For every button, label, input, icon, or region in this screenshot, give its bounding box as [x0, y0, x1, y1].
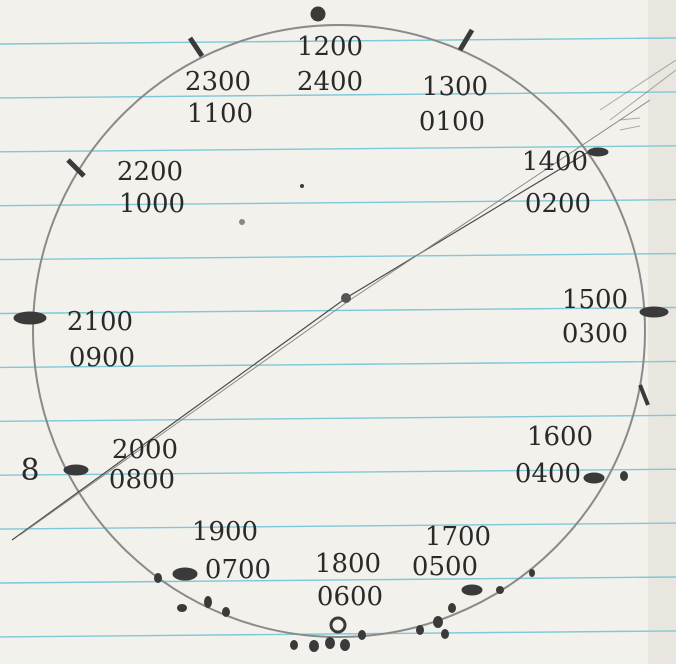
label-2000-top: 2000 — [112, 435, 178, 465]
dot — [496, 586, 504, 594]
tick-16 — [583, 472, 605, 484]
pencil-smudges — [599, 59, 676, 131]
dot — [433, 616, 443, 628]
dot — [358, 630, 366, 640]
pencil-stroke — [609, 69, 676, 121]
dot — [204, 596, 212, 608]
label-1200-top: 1200 — [297, 32, 363, 62]
ruled-line — [0, 576, 676, 584]
label-2300-top: 2300 — [185, 67, 251, 97]
ruled-line — [0, 37, 676, 45]
dot — [441, 629, 449, 639]
dot — [529, 569, 535, 577]
paper-edge — [648, 0, 676, 664]
label-1400-bottom: 0200 — [525, 189, 591, 219]
tick-14 — [587, 147, 609, 157]
ruled-line — [0, 522, 676, 530]
label-1500-top: 1500 — [562, 285, 628, 315]
pencil-mark — [638, 384, 650, 406]
dot — [620, 471, 628, 481]
label-2100-top: 2100 — [67, 307, 133, 337]
label-1700-bottom: 0500 — [412, 552, 478, 582]
label-1900-top: 1900 — [192, 517, 258, 547]
margin-note: 8 — [20, 453, 39, 488]
clock-circle — [32, 24, 646, 638]
ruled-line — [0, 414, 676, 422]
ruled-line — [0, 306, 676, 315]
dot — [340, 639, 350, 651]
ruled-line — [0, 630, 676, 638]
label-1400-top: 1400 — [522, 147, 588, 177]
label-2200-top: 2200 — [117, 157, 183, 187]
tick-19 — [172, 567, 198, 581]
dot — [325, 637, 335, 649]
label-2200-bottom: 1000 — [119, 189, 185, 219]
tick-18 — [329, 616, 347, 634]
tick-13 — [457, 28, 475, 52]
dot — [416, 625, 424, 635]
tick-22 — [66, 158, 86, 178]
tick-15 — [639, 306, 669, 318]
label-1600-bottom: 0400 — [515, 459, 581, 489]
dot — [239, 219, 245, 225]
label-1800-top: 1800 — [315, 549, 381, 579]
tick-12 — [310, 6, 326, 22]
label-1300-bottom: 0100 — [419, 107, 485, 137]
dot — [222, 607, 230, 617]
label-1800-bottom: 0600 — [317, 582, 383, 612]
scribble-dots — [154, 184, 628, 652]
label-1200-bottom: 2400 — [297, 67, 363, 97]
dot — [309, 640, 319, 652]
ruled-line — [0, 145, 676, 153]
dot — [448, 603, 456, 613]
label-1300-top: 1300 — [422, 72, 488, 102]
dot — [177, 604, 187, 612]
label-1700-top: 1700 — [425, 522, 491, 552]
pencil-stroke — [599, 59, 676, 111]
ruled-line — [0, 199, 676, 207]
pencil-stroke — [619, 117, 641, 121]
ruled-lines — [0, 37, 676, 638]
center-dot — [341, 293, 351, 303]
tick-20 — [63, 464, 89, 476]
dot — [290, 640, 298, 650]
tick-21 — [13, 311, 47, 325]
hour-labels: 1200 2400 1300 0100 1400 0200 1500 0300 … — [20, 32, 628, 612]
pencil-stroke — [619, 125, 641, 131]
label-2300-bottom: 1100 — [187, 99, 253, 129]
ruled-line — [0, 360, 676, 369]
tick-17 — [461, 584, 483, 596]
tick-23 — [187, 36, 205, 58]
hour-ticks — [13, 6, 669, 634]
label-1600-top: 1600 — [527, 422, 593, 452]
label-1500-bottom: 0300 — [562, 319, 628, 349]
ruled-line — [0, 468, 676, 476]
label-2100-bottom: 0900 — [69, 343, 135, 373]
label-2000-bottom: 0800 — [109, 465, 175, 495]
label-1900-bottom: 0700 — [205, 555, 271, 585]
dot — [300, 184, 304, 188]
ruled-line — [0, 91, 676, 99]
dot — [154, 573, 162, 583]
ruled-line — [0, 252, 676, 261]
